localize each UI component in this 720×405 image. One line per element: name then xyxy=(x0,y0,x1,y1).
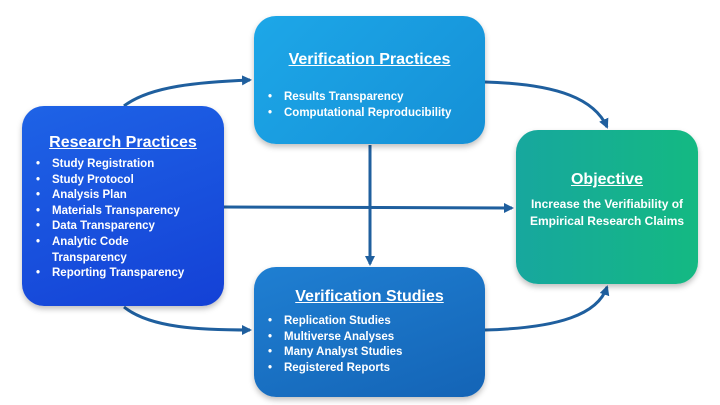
list-item: Study Protocol xyxy=(36,173,184,189)
verification-practices-title: Verification Practices xyxy=(288,51,451,68)
arrow-research-to-verification-practices xyxy=(123,75,252,108)
objective-box: Objective Increase the Verifiability of … xyxy=(516,130,698,284)
objective-text: Increase the Verifiability of Empirical … xyxy=(529,197,685,228)
list-item: Registered Reports xyxy=(268,361,402,377)
verification-practices-list: Results Transparency Computational Repro… xyxy=(254,90,451,121)
list-item: Results Transparency xyxy=(268,90,451,106)
list-item: Study Registration xyxy=(36,157,184,173)
list-item: Computational Reproducibility xyxy=(268,106,451,122)
list-item: Replication Studies xyxy=(268,314,402,330)
research-practices-box: Research Practices Study Registration St… xyxy=(22,106,224,306)
arrow-practices-to-objective xyxy=(484,80,609,129)
list-item: Analytic Code xyxy=(36,235,184,251)
verification-studies-title: Verification Studies xyxy=(295,288,444,305)
list-item: Multiverse Analyses xyxy=(268,330,402,346)
arrow-research-to-verification-studies xyxy=(123,305,252,335)
verification-practices-box: Verification Practices Results Transpare… xyxy=(254,16,485,144)
verification-studies-list: Replication Studies Multiverse Analyses … xyxy=(254,314,402,376)
list-item: Data Transparency xyxy=(36,219,184,235)
verification-studies-box: Verification Studies Replication Studies… xyxy=(254,267,485,397)
arrow-research-to-objective xyxy=(223,202,514,213)
objective-title: Objective xyxy=(570,171,644,188)
research-practices-list: Study Registration Study Protocol Analys… xyxy=(22,157,184,282)
arrow-studies-to-objective xyxy=(484,285,610,332)
research-practices-title: Research Practices xyxy=(49,134,197,151)
list-item: Many Analyst Studies xyxy=(268,345,402,361)
list-item-continuation: Transparency xyxy=(52,251,127,264)
list-item: Analysis Plan xyxy=(36,188,184,204)
list-item: Reporting Transparency xyxy=(36,266,184,282)
list-item: Materials Transparency xyxy=(36,204,184,220)
